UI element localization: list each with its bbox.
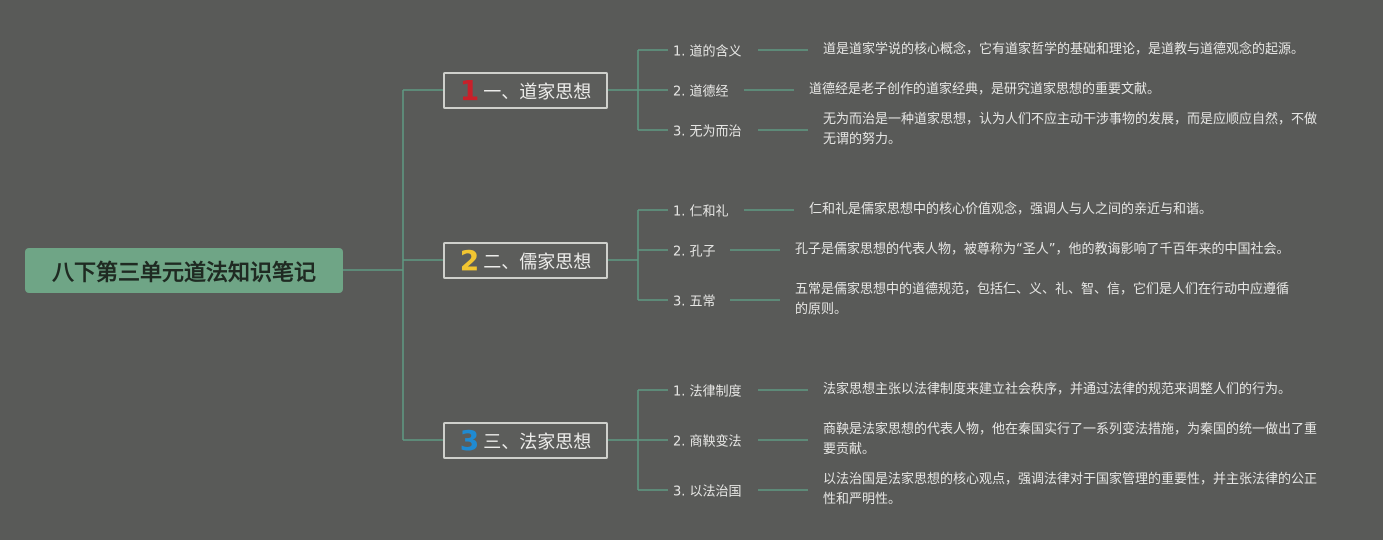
subtopic-description: 五常是儒家思想中的道德规范，包括仁、义、礼、智、信，它们是人们在行动中应遵循的原… xyxy=(795,282,1290,317)
subtopic-description: 法家思想主张以法律制度来建立社会秩序，并通过法律的规范来调整人们的行为。 xyxy=(823,382,1292,397)
topic-node-legalist[interactable]: 3 三、法家思想 xyxy=(443,422,608,459)
subtopic-label[interactable]: 2. 商鞅变法 xyxy=(673,434,742,450)
subtopic-label[interactable]: 3. 五常 xyxy=(673,294,716,310)
number-3-icon: 3 xyxy=(459,423,480,457)
subtopic-description: 无为而治是一种道家思想，认为人们不应主动干涉事物的发展，而是应顺应自然，不做无谓… xyxy=(823,112,1318,147)
topic-node-confucian[interactable]: 2 二、儒家思想 xyxy=(443,242,608,279)
subtopic-description: 仁和礼是儒家思想中的核心价值观念，强调人与人之间的亲近与和谐。 xyxy=(809,202,1213,217)
subtopic-description: 以法治国是法家思想的核心观点，强调法律对于国家管理的重要性，并主张法律的公正性和… xyxy=(823,472,1318,507)
subtopic-description: 道是道家学说的核心概念，它有道家哲学的基础和理论，是道教与道德观念的起源。 xyxy=(823,42,1305,57)
number-1-icon: 1 xyxy=(459,73,480,107)
subtopic-description: 孔子是儒家思想的代表人物，被尊称为“圣人”，他的教诲影响了千百年来的中国社会。 xyxy=(795,242,1290,257)
topic-label: 一、道家思想 xyxy=(483,81,592,103)
topic-label: 三、法家思想 xyxy=(483,431,592,453)
subtopic-label[interactable]: 1. 法律制度 xyxy=(673,384,742,400)
subtopic-label[interactable]: 2. 道德经 xyxy=(673,84,729,100)
topic-node-daoist[interactable]: 1 一、道家思想 xyxy=(443,72,608,109)
subtopic-label[interactable]: 2. 孔子 xyxy=(673,244,716,260)
subtopic-label[interactable]: 3. 以法治国 xyxy=(673,484,742,500)
subtopic-label[interactable]: 1. 仁和礼 xyxy=(673,204,729,220)
subtopic-label[interactable]: 3. 无为而治 xyxy=(673,124,742,140)
topic-label: 二、儒家思想 xyxy=(483,251,592,273)
subtopic-label[interactable]: 1. 道的含义 xyxy=(673,44,742,60)
subtopic-description: 道德经是老子创作的道家经典，是研究道家思想的重要文献。 xyxy=(809,82,1161,97)
root-title: 八下第三单元道法知识笔记 xyxy=(51,260,316,286)
number-2-icon: 2 xyxy=(459,243,480,277)
root-node[interactable]: 八下第三单元道法知识笔记 xyxy=(25,248,343,293)
subtopic-description: 商鞅是法家思想的代表人物，他在秦国实行了一系列变法措施，为秦国的统一做出了重要贡… xyxy=(823,422,1318,457)
